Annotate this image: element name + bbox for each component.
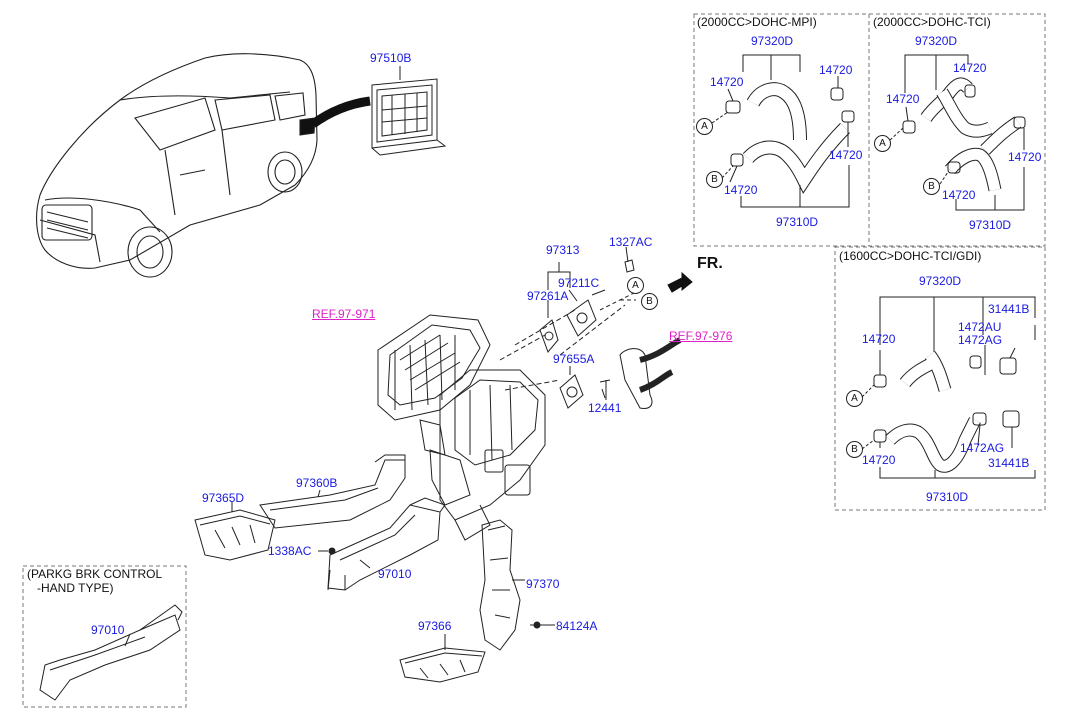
part-label-14720-mpi-bl[interactable]: 14720 (724, 183, 758, 197)
part-label-97360b[interactable]: 97360B (296, 476, 338, 490)
front-direction-label: FR. (697, 255, 723, 272)
part-label-97655a[interactable]: 97655A (553, 352, 595, 366)
box-title-tci: (2000CC>DOHC-TCI) (873, 15, 991, 29)
part-label-31441b-gdi-b[interactable]: 31441B (988, 456, 1030, 470)
box-title-gdi: (1600CC>DOHC-TCI/GDI) (839, 249, 982, 263)
part-label-97365d[interactable]: 97365D (202, 491, 245, 505)
part-label-12441[interactable]: 12441 (588, 401, 622, 415)
part-label-97310d-gdi[interactable]: 97310D (926, 490, 969, 504)
gaskets (539, 246, 635, 409)
connection-marker-b: B (641, 293, 658, 310)
part-label-14720-gdi-b[interactable]: 14720 (862, 453, 896, 467)
part-label-97510b[interactable]: 97510B (370, 51, 412, 65)
part-label-97261a[interactable]: 97261A (527, 289, 569, 303)
duct-97365d (194, 502, 276, 561)
part-label-97320d-tci[interactable]: 97320D (915, 34, 958, 48)
part-label-97370[interactable]: 97370 (526, 577, 560, 591)
connection-marker-a-gdi: A (846, 390, 863, 407)
duct-97366 (399, 634, 486, 683)
part-label-84124a[interactable]: 84124A (556, 619, 598, 633)
part-label-1472ag-gdi-t[interactable]: 1472AG (958, 333, 1003, 347)
front-arrow (667, 271, 693, 293)
connection-marker-b-gdi: B (846, 441, 863, 458)
ref-link-97-971[interactable]: REF.97-971 (312, 307, 376, 321)
part-label-14720-gdi-t[interactable]: 14720 (862, 332, 896, 346)
part-label-14720-mpi-mr[interactable]: 14720 (829, 148, 863, 162)
gdi-hoses (861, 296, 1036, 479)
part-label-14720-tci-bl[interactable]: 14720 (942, 188, 976, 202)
part-label-97320d-mpi[interactable]: 97320D (751, 34, 794, 48)
part-label-1472ag-gdi-b[interactable]: 1472AG (960, 441, 1005, 455)
ac-pipe-ref (599, 289, 682, 409)
cabin-filter-97510b (371, 66, 447, 156)
part-label-14720-tci-tr[interactable]: 14720 (953, 61, 987, 75)
part-label-97310d-tci[interactable]: 97310D (969, 218, 1012, 232)
part-label-14720-mpi-tl[interactable]: 14720 (710, 75, 744, 89)
part-label-97310d-mpi[interactable]: 97310D (776, 215, 819, 229)
part-label-97010[interactable]: 97010 (378, 567, 412, 581)
part-label-97366[interactable]: 97366 (418, 619, 452, 633)
connection-marker-b-tci: B (923, 178, 940, 195)
duct-97360b (259, 454, 406, 529)
mpi-hoses (711, 54, 855, 208)
part-label-14720-tci-mr[interactable]: 14720 (1008, 150, 1042, 164)
part-label-97010-parking[interactable]: 97010 (91, 623, 125, 637)
part-label-1338ac[interactable]: 1338AC (268, 544, 312, 558)
part-label-31441b-gdi-t[interactable]: 31441B (988, 302, 1030, 316)
part-label-97320d-gdi[interactable]: 97320D (919, 274, 962, 288)
duct-97370 (479, 519, 555, 651)
connection-marker-b-mpi: B (706, 171, 723, 188)
box-title-mpi: (2000CC>DOHC-MPI) (697, 15, 817, 29)
ref-link-97-976[interactable]: REF.97-976 (669, 329, 733, 343)
duct-parking-97010 (39, 604, 183, 701)
hvac-unit (377, 304, 626, 541)
box-title-parking: (PARKG BRK CONTROL -HAND TYPE) (27, 567, 163, 595)
part-label-1472au[interactable]: 1472AU (958, 320, 1002, 334)
part-label-14720-tci-tl[interactable]: 14720 (886, 92, 920, 106)
duct-97010 (318, 497, 446, 591)
vehicle-illustration (36, 53, 371, 278)
connection-marker-a: A (627, 277, 644, 294)
connection-marker-a-mpi: A (696, 118, 713, 135)
part-label-97313[interactable]: 97313 (546, 243, 580, 257)
connection-marker-a-tci: A (874, 135, 891, 152)
part-label-1327ac[interactable]: 1327AC (609, 235, 653, 249)
part-label-14720-mpi-tr[interactable]: 14720 (819, 63, 853, 77)
part-label-97211c[interactable]: 97211C (558, 276, 600, 290)
tci-hoses (889, 54, 1026, 211)
